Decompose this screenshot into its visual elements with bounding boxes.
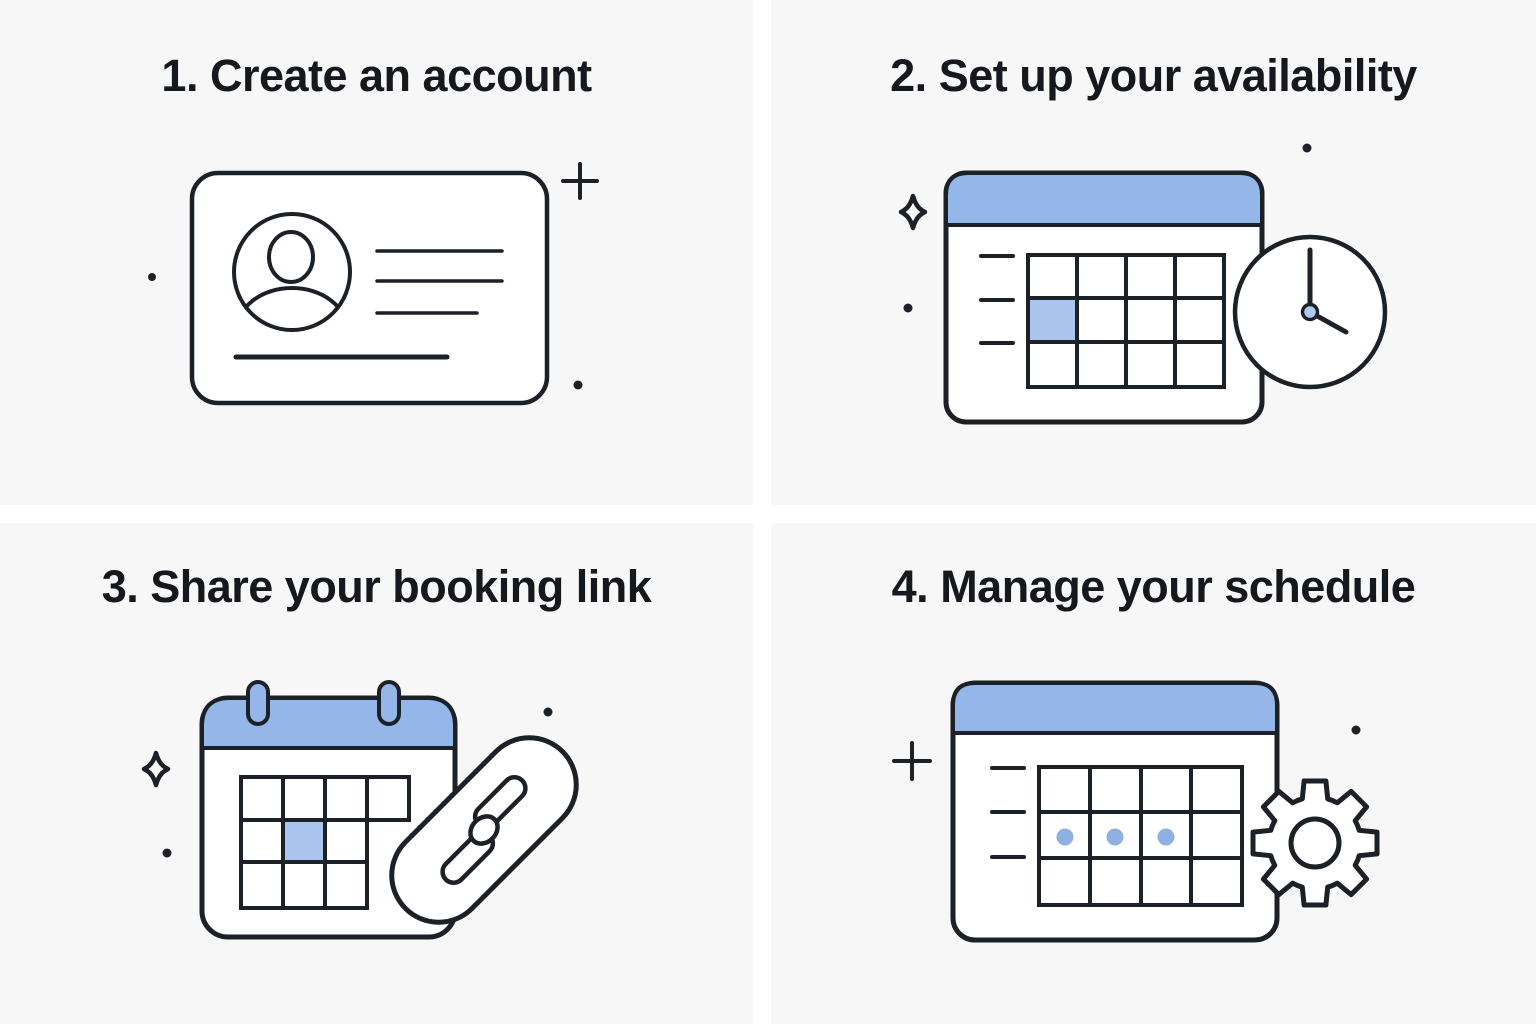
dot-decoration xyxy=(1351,725,1361,735)
clock-icon xyxy=(1232,234,1388,390)
avatar-head xyxy=(267,230,315,284)
calendar-link-icon xyxy=(199,680,579,940)
grid-lines xyxy=(241,777,369,908)
gear-icon xyxy=(1250,778,1380,908)
id-card-illustration xyxy=(148,162,599,406)
selected-cell xyxy=(285,822,323,860)
plus-icon xyxy=(892,741,932,781)
id-card-icon xyxy=(189,170,550,406)
calendar-link-illustration xyxy=(141,680,579,940)
grid-lines xyxy=(1039,767,1242,905)
step-3-panel: 3. Share your booking link xyxy=(0,523,753,1024)
sparkle-icon xyxy=(898,193,928,231)
clock-center-dot xyxy=(1300,302,1320,322)
calendar-clock-icon xyxy=(943,170,1388,425)
calendar-header xyxy=(951,681,1279,735)
calendar-header xyxy=(944,171,1264,227)
event-dot xyxy=(1157,828,1175,846)
link-icon xyxy=(389,735,579,925)
step-4-title: 4. Manage your schedule xyxy=(891,561,1416,612)
binder-ring xyxy=(377,680,401,726)
plus-icon xyxy=(561,162,599,200)
grid-lines xyxy=(1028,255,1224,387)
dot-decoration xyxy=(1302,143,1312,153)
dot-decoration xyxy=(543,707,553,717)
calendar-clock-illustration xyxy=(898,143,1388,425)
dot-decoration xyxy=(148,273,156,281)
event-dot xyxy=(1056,828,1074,846)
dot-decoration xyxy=(573,380,583,390)
step-1-title: 1. Create an account xyxy=(161,50,592,101)
dot-decoration xyxy=(903,303,913,313)
gear-hole xyxy=(1288,816,1342,870)
sparkle-icon xyxy=(141,750,171,788)
binder-ring xyxy=(246,680,270,726)
step-3-title: 3. Share your booking link xyxy=(101,561,652,612)
event-dot xyxy=(1106,828,1124,846)
calendar-gear-illustration xyxy=(892,680,1380,943)
step-2-title: 2. Set up your availability xyxy=(890,50,1417,101)
step-2-panel: 2. Set up your availability xyxy=(771,0,1536,505)
step-1-panel: 1. Create an account xyxy=(0,0,753,505)
calendar-gear-icon xyxy=(950,680,1380,943)
calendar-header xyxy=(200,696,457,750)
dot-decoration xyxy=(162,848,172,858)
step-4-panel: 4. Manage your schedule xyxy=(771,523,1536,1024)
link-joint xyxy=(468,814,500,846)
selected-cell xyxy=(1030,300,1075,340)
